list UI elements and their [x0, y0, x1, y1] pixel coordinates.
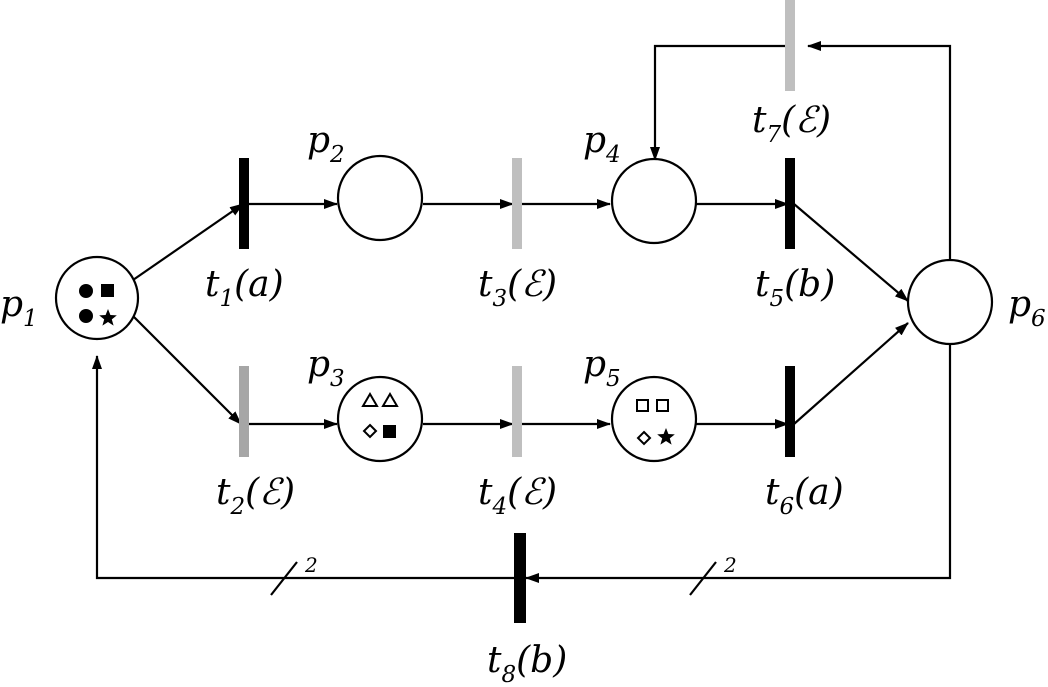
place-p3 [336, 375, 424, 463]
label-p3: p3 [307, 344, 345, 392]
place-labels: p1 p2 p3 p4 p5 p6 [0, 120, 1046, 392]
token-star [99, 309, 117, 326]
transition-t3 [512, 158, 522, 249]
place-p6 [906, 258, 994, 346]
arc-t8-p1 [92, 355, 514, 580]
place-p5 [610, 375, 698, 463]
label-p6: p6 [1008, 284, 1046, 332]
token-square-outline [636, 399, 649, 412]
place-p2 [336, 154, 424, 242]
label-p1: p1 [0, 284, 38, 332]
tokens-p3 [361, 392, 399, 439]
label-t8: t8(b) [487, 640, 567, 687]
transition-t2 [239, 366, 249, 457]
token-star [657, 428, 675, 445]
arc-t5-p6 [793, 203, 909, 302]
arc-t7-p4 [650, 44, 789, 161]
label-t6: t6(a) [765, 472, 844, 520]
label-p2: p2 [307, 120, 345, 168]
token-diamond [636, 430, 652, 446]
label-t2: t2(ℰ) [216, 472, 295, 520]
label-t5: t5(b) [755, 264, 835, 312]
place-p1 [54, 255, 140, 341]
token-diamond [362, 423, 378, 439]
token-triangle [361, 392, 379, 407]
token-square [383, 425, 396, 438]
arc-p1-t2 [132, 315, 242, 425]
weight-label-p6-t8: 2 [723, 553, 737, 577]
token-circle [79, 309, 93, 323]
weight-tick-p6-t8 [689, 561, 717, 596]
label-t3: t3(ℰ) [478, 264, 557, 312]
token-square [101, 284, 114, 297]
tokens-p5 [636, 399, 675, 446]
transitions [239, 0, 795, 623]
label-t1: t1(a) [205, 264, 284, 312]
transition-t8 [514, 533, 526, 623]
transition-t7 [785, 0, 795, 91]
token-circle [79, 284, 93, 298]
weight-tick-t8-p1 [270, 561, 298, 596]
arc-p6-t7 [807, 41, 952, 262]
transition-t6 [785, 366, 795, 457]
arc-p1-t1 [132, 203, 244, 281]
arc-t6-p6 [793, 322, 909, 425]
arcs [92, 41, 952, 596]
token-triangle [381, 392, 399, 407]
label-t7: t7(ℰ) [752, 100, 831, 148]
tokens-p1 [79, 284, 117, 326]
transition-t5 [785, 158, 795, 249]
arc-p6-t8 [525, 343, 952, 583]
weight-label-t8-p1: 2 [304, 553, 318, 577]
place-p4 [610, 157, 698, 245]
label-p5: p5 [583, 344, 621, 392]
places [54, 154, 994, 463]
transition-t1 [239, 158, 249, 249]
label-p4: p4 [583, 120, 621, 168]
transition-labels: t1(a) t2(ℰ) t3(ℰ) t4(ℰ) t5(b) t6(a) t7(ℰ… [205, 100, 844, 687]
token-square-outline [656, 399, 669, 412]
label-t4: t4(ℰ) [478, 472, 557, 520]
transition-t4 [512, 366, 522, 457]
